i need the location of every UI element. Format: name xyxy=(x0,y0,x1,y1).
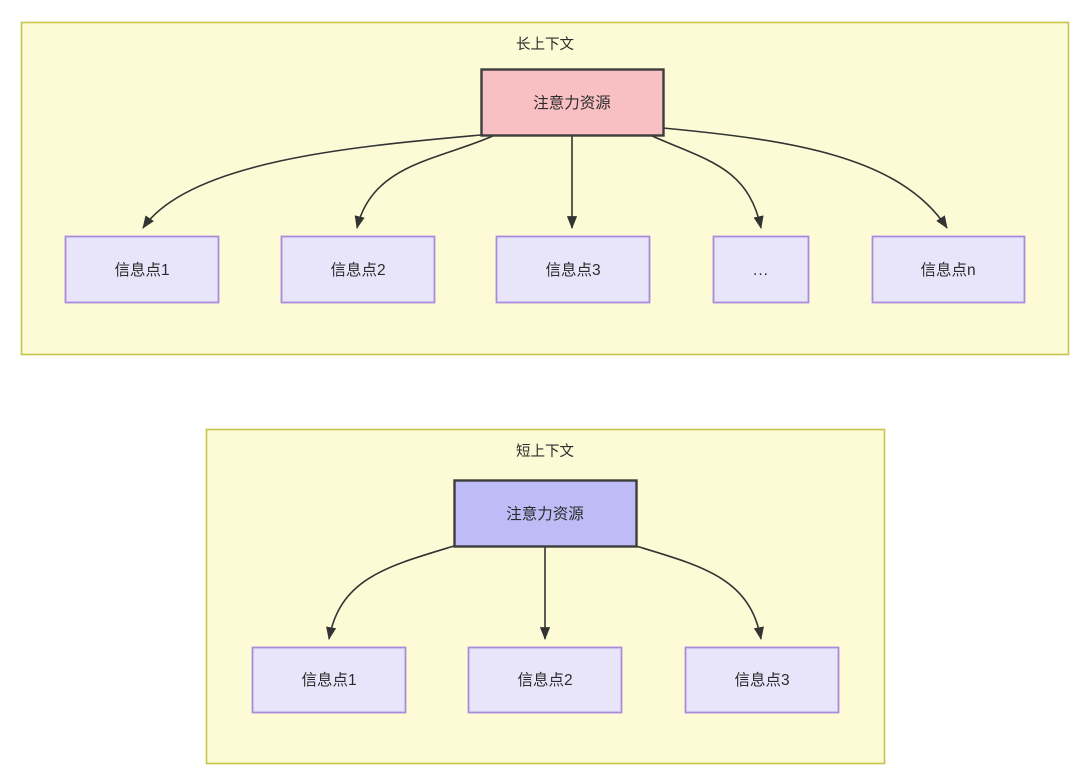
edge-short-root-to-info-3 xyxy=(635,545,764,640)
long-context-leaf-1-box xyxy=(64,235,220,304)
long-context-leaf-ellipsis-label: ... xyxy=(753,262,769,279)
long-context-leaf-1-label: 信息点1 xyxy=(114,261,169,279)
long-context-leaf-1[interactable]: 信息点1 xyxy=(64,235,220,304)
short-context-leaf-2-label: 信息点2 xyxy=(517,671,572,689)
short-context-attention-label: 注意力资源 xyxy=(506,504,584,523)
group-short-context-title: 短上下文 xyxy=(516,443,574,460)
short-context-leaf-1-box xyxy=(251,646,407,714)
group-short-context: 短上下文 注意力资源 信息点1 信息点2 信息点3 xyxy=(205,428,886,765)
short-context-leaf-1-label: 信息点1 xyxy=(301,671,356,689)
short-context-leaf-1[interactable]: 信息点1 xyxy=(251,646,407,714)
edge-root-to-info-n xyxy=(662,127,948,229)
short-context-leaf-3-label: 信息点3 xyxy=(734,671,789,689)
group-long-context-title: 长上下文 xyxy=(516,36,574,53)
long-context-leaf-3-label: 信息点3 xyxy=(545,261,600,279)
long-context-leaf-2-label: 信息点2 xyxy=(330,261,385,279)
long-context-leaf-n[interactable]: 信息点n xyxy=(871,235,1026,304)
edge-root-to-info-dots xyxy=(649,134,764,229)
edge-short-root-to-info-1 xyxy=(326,545,455,640)
short-context-leaf-2-box xyxy=(467,646,623,714)
group-long-context: 长上下文 注意力资源 信息点1 信息点2 xyxy=(20,21,1070,356)
long-context-attention-node[interactable]: 注意力资源 xyxy=(480,68,665,137)
long-context-attention-label: 注意力资源 xyxy=(533,93,611,112)
long-context-attention-box xyxy=(480,68,665,137)
short-context-leaf-3[interactable]: 信息点3 xyxy=(684,646,840,714)
long-context-leaf-ellipsis-box xyxy=(712,235,810,304)
short-context-edges xyxy=(326,545,764,640)
long-context-leaf-3-box xyxy=(495,235,651,304)
short-context-leaf-2[interactable]: 信息点2 xyxy=(467,646,623,714)
long-context-leaf-2[interactable]: 信息点2 xyxy=(280,235,436,304)
short-context-attention-node[interactable]: 注意力资源 xyxy=(453,479,638,548)
short-context-leaf-3-box xyxy=(684,646,840,714)
long-context-leaf-n-label: 信息点n xyxy=(920,261,975,279)
long-context-leaf-2-box xyxy=(280,235,436,304)
short-context-attention-box xyxy=(453,479,638,548)
edge-root-to-info-2 xyxy=(354,134,496,229)
long-context-leaf-n-box xyxy=(871,235,1026,304)
long-context-leaf-ellipsis[interactable]: ... xyxy=(712,235,810,304)
long-context-edges xyxy=(142,127,948,229)
long-context-leaf-3[interactable]: 信息点3 xyxy=(495,235,651,304)
edge-root-to-info-1 xyxy=(142,134,482,229)
